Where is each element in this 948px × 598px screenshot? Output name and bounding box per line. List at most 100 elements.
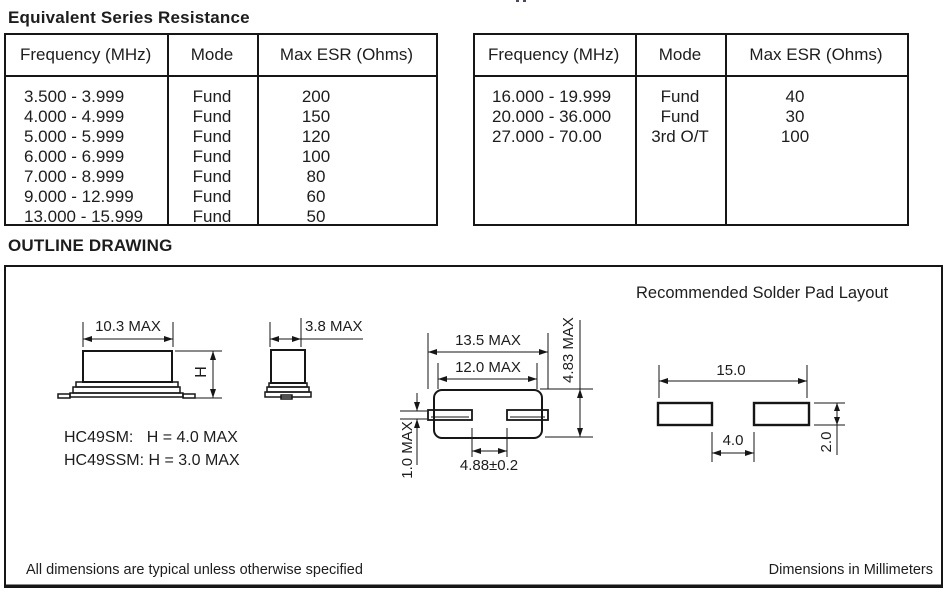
table-header-row: Frequency (MHz) Mode Max ESR (Ohms) [475,35,907,75]
esr-cell: 80 [306,167,326,186]
cropped-text-artifact [523,0,526,2]
freq-cell: 3.500 - 3.999 [24,87,125,106]
mode-cell: Fund [192,207,232,226]
cropped-text-artifact [516,0,519,2]
dimension-body-length: 12.0 MAX [455,359,521,376]
header-frequency: Frequency (MHz) [20,45,152,64]
header-max-esr: Max ESR (Ohms) [279,45,414,64]
crystal-body-outline [433,389,543,439]
freq-cell: 5.000 - 5.999 [24,127,125,146]
esr-cell: 100 [301,147,331,166]
freq-cell: 4.000 - 4.999 [24,107,125,126]
table-row: 27.000 - 70.00 3rd O/T 100 [475,127,907,147]
esr-cell: 40 [785,87,805,106]
dimensions-note: All dimensions are typical unless otherw… [26,562,363,578]
esr-cell: 100 [780,127,810,146]
freq-cell: 20.000 - 36.000 [492,107,612,126]
dimension-pad-height: 2.0 [818,431,835,453]
table-row: 3.500 - 3.999 Fund 200 [6,87,436,107]
arrow-up [210,351,216,360]
dimension-body-height: 4.83 MAX [560,317,577,383]
solder-pad-layout-title: Recommended Solder Pad Layout [636,284,889,302]
arrow-right [164,336,173,342]
mode-cell: Fund [192,187,232,206]
header-mode: Mode [190,45,234,64]
pad-left [656,401,714,427]
table-row: 7.000 - 8.999 Fund 80 [6,167,436,187]
dimension-body-width: 10.3 MAX [95,318,161,335]
freq-cell: 27.000 - 70.00 [492,127,602,146]
mode-cell: Fund [192,107,232,126]
crystal-lid [270,349,306,384]
esr-cell: 200 [301,87,331,106]
solder-pad-layout-drawing [656,365,845,462]
end-view-drawing [264,318,363,400]
dimension-overall-length: 13.5 MAX [455,332,521,349]
arrow-left [270,336,279,342]
arrow-down [210,389,216,398]
table-row: 6.000 - 6.999 Fund 100 [6,147,436,167]
esr-table-high-frequency: Frequency (MHz) Mode Max ESR (Ohms) 16.0… [473,33,909,226]
freq-cell: 16.000 - 19.999 [492,87,612,106]
bottom-view-drawing [400,320,593,465]
solder-pad-left [427,409,473,421]
units-note: Dimensions in Millimeters [768,562,933,578]
column-divider [635,35,637,224]
crystal-base [69,392,184,398]
esr-cell: 50 [306,207,326,226]
side-view-drawing [57,322,222,399]
esr-section-title: Equivalent Series Resistance [8,8,250,27]
esr-cell: 120 [301,127,331,146]
dimension-body-depth: 3.8 MAX [305,318,363,335]
table-row: 20.000 - 36.000 Fund 30 [475,107,907,127]
dimension-pad-spacing: 4.88±0.2 [459,457,519,474]
mode-cell: Fund [192,167,232,186]
lead-left [57,393,71,399]
dimension-pad-span: 15.0 [716,362,746,379]
pad-right [752,401,811,427]
outline-drawing-box [4,265,944,589]
solder-pad-right [506,409,549,421]
column-divider [257,35,259,224]
drawing-frame [4,265,943,588]
base-tab [280,394,293,400]
mode-cell: Fund [660,87,700,106]
esr-cell: 60 [306,187,326,206]
esr-cell: 150 [301,107,331,126]
freq-cell: 6.000 - 6.999 [24,147,125,166]
column-divider [167,35,169,224]
table-header-row: Frequency (MHz) Mode Max ESR (Ohms) [6,35,436,75]
header-divider [475,75,907,77]
mode-cell: Fund [192,127,232,146]
lead-right [182,393,196,399]
height-reference-label: H [193,366,210,378]
variant-height-hc49sm: HC49SM: H = 4.0 MAX [64,429,238,446]
freq-cell: 7.000 - 8.999 [24,167,125,186]
crystal-base [264,391,312,398]
dimension-pad-gap: 4.0 [722,432,744,449]
table-row: 13.000 - 15.999 Fund 50 [6,207,436,227]
mode-cell: Fund [192,87,232,106]
header-mode: Mode [658,45,702,64]
variant-height-hc49ssm: HC49SSM: H = 3.0 MAX [64,452,240,469]
table-row: 5.000 - 5.999 Fund 120 [6,127,436,147]
esr-cell: 30 [785,107,805,126]
mode-cell: Fund [660,107,700,126]
column-divider [725,35,727,224]
mode-cell: 3rd O/T [651,127,709,146]
arrow-right [292,336,301,342]
table-row: 16.000 - 19.999 Fund 40 [475,87,907,107]
table-row: 9.000 - 12.999 Fund 60 [6,187,436,207]
freq-cell: 9.000 - 12.999 [24,187,134,206]
mode-cell: Fund [192,147,232,166]
header-max-esr: Max ESR (Ohms) [749,45,883,64]
outline-drawing-linework [4,265,943,588]
header-divider [6,75,436,77]
dimension-pad-thickness: 1.0 MAX [399,421,416,479]
freq-cell: 13.000 - 15.999 [24,207,144,226]
table-row: 4.000 - 4.999 Fund 150 [6,107,436,127]
crystal-lid [82,350,173,383]
outline-drawing-title: OUTLINE DRAWING [8,236,173,255]
